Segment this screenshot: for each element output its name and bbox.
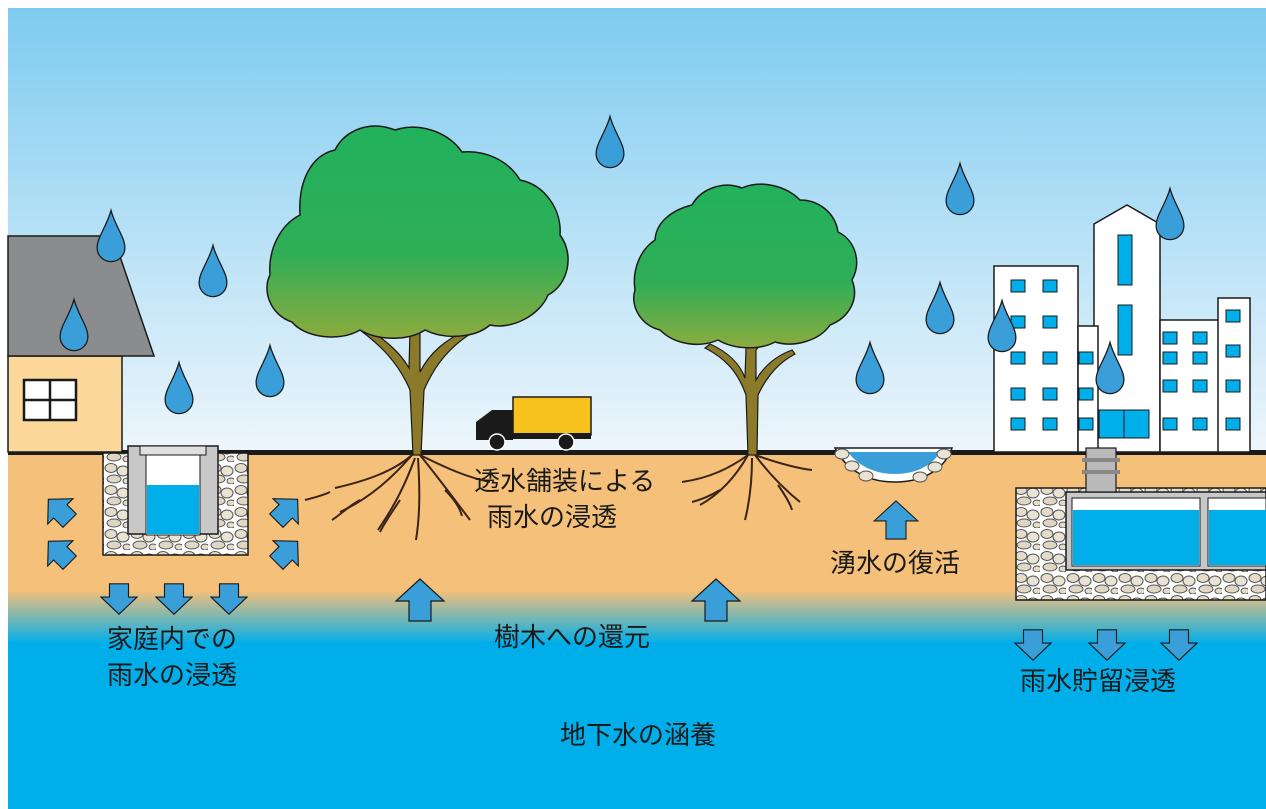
buildings xyxy=(993,204,1251,453)
label-groundwater-recharge: 地下水の涵養 xyxy=(560,721,717,751)
spring-pond xyxy=(833,447,954,483)
truck xyxy=(476,396,592,451)
ground-surface-line xyxy=(8,450,1266,455)
label-home-infiltration-line2: 雨水の浸透 xyxy=(107,661,238,691)
label-permeable-pavement-line1: 透水舗装による xyxy=(474,467,656,497)
house xyxy=(7,235,156,453)
label-return-to-trees: 樹木への還元 xyxy=(494,623,651,653)
label-storage-infiltration: 雨水貯留浸透 xyxy=(1020,667,1177,697)
house-window xyxy=(22,378,78,422)
tree-left xyxy=(266,125,569,541)
storage-infiltration-tank xyxy=(1015,447,1266,601)
label-spring-revival: 湧水の復活 xyxy=(830,549,961,579)
groundwater-layer xyxy=(8,642,1266,809)
home-down-arrows xyxy=(100,583,248,615)
label-permeable-pavement-line2: 雨水の浸透 xyxy=(487,503,618,533)
home-infiltration-basin xyxy=(102,445,249,556)
label-home-infiltration-line1: 家庭内での xyxy=(107,625,238,655)
tree-right xyxy=(633,183,858,521)
